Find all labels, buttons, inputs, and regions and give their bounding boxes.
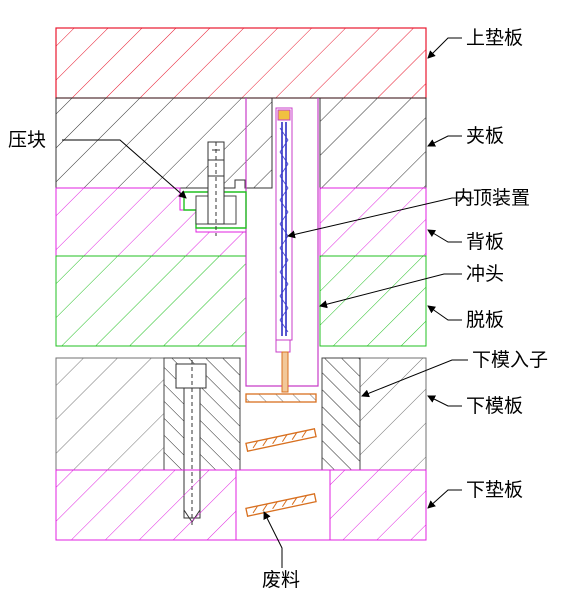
lower-die-plate (55, 357, 427, 471)
leader-backing-plate (427, 229, 462, 243)
leader-upper-pad (427, 37, 462, 59)
stripper-plate (55, 255, 427, 347)
label-clamp-plate: 夹板 (466, 125, 504, 147)
label-scrap: 废料 (262, 569, 300, 591)
backing-plate (55, 187, 427, 257)
leader-punch (319, 273, 462, 309)
label-stripper-plate: 脱板 (466, 309, 504, 331)
label-upper-pad: 上垫板 (466, 27, 523, 49)
label-punch: 冲头 (466, 263, 504, 285)
leader-clamp-plate (427, 135, 462, 147)
label-backing-plate: 背板 (466, 231, 504, 253)
upper-pad-plate (55, 27, 427, 99)
leader-lines (62, 37, 474, 568)
press-block (183, 141, 247, 236)
label-lower-pad: 下垫板 (466, 479, 523, 501)
leader-inner-ejector (287, 197, 474, 239)
label-lower-die-plate: 下模板 (466, 395, 523, 417)
leader-press-block (62, 139, 187, 199)
leader-stripper-plate (427, 305, 462, 321)
scrap-pieces (245, 393, 317, 517)
label-inner-ejector: 内顶装置 (454, 187, 530, 209)
label-press-block: 压块 (8, 129, 46, 151)
leader-lower-die-plate (427, 395, 462, 407)
inner-ejector-device (275, 107, 293, 393)
lower-pad-plate (55, 469, 427, 541)
clamp-plate (55, 97, 427, 189)
leader-scrap (263, 511, 283, 568)
label-lower-die-insert: 下模入子 (472, 349, 548, 371)
leader-lower-die-insert (361, 359, 468, 398)
leader-lower-pad (427, 489, 462, 509)
